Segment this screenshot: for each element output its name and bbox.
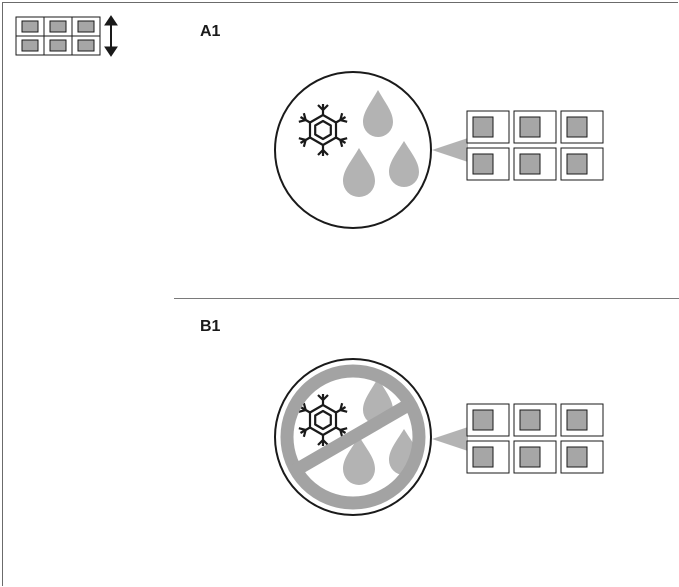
frost-condensation-icon	[274, 71, 468, 229]
keypad-grid-icon	[466, 110, 604, 181]
section-divider	[174, 298, 679, 299]
panel-b-label: B1	[200, 318, 221, 335]
keypad-grid-icon	[466, 403, 604, 474]
keypad-scroll-icon	[15, 15, 118, 57]
no-frost-condensation-icon	[274, 358, 468, 516]
panel-a-label: A1	[200, 23, 221, 40]
